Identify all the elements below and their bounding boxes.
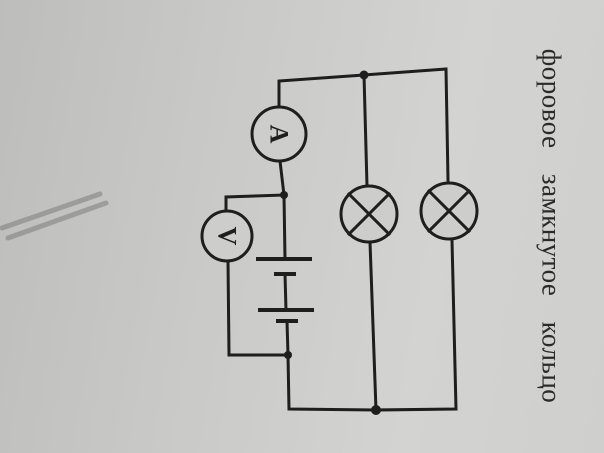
ammeter: A — [250, 105, 308, 163]
voltmeter: V — [200, 209, 254, 263]
pencil-smudge — [0, 191, 109, 241]
ammeter-label: A — [265, 125, 294, 144]
battery — [256, 257, 314, 323]
junction-node-bottom — [371, 405, 381, 415]
voltmeter-label: V — [213, 227, 242, 246]
junction-node-voltmeter-bottom — [284, 351, 292, 359]
lamp-2 — [419, 181, 479, 241]
junction-node-top — [359, 70, 369, 80]
junction-node-voltmeter-top — [280, 191, 288, 199]
junction-nodes — [280, 70, 381, 415]
lamp-1 — [339, 184, 399, 244]
rotated-caption-text: форовое замкнутое кольцо — [536, 48, 567, 404]
